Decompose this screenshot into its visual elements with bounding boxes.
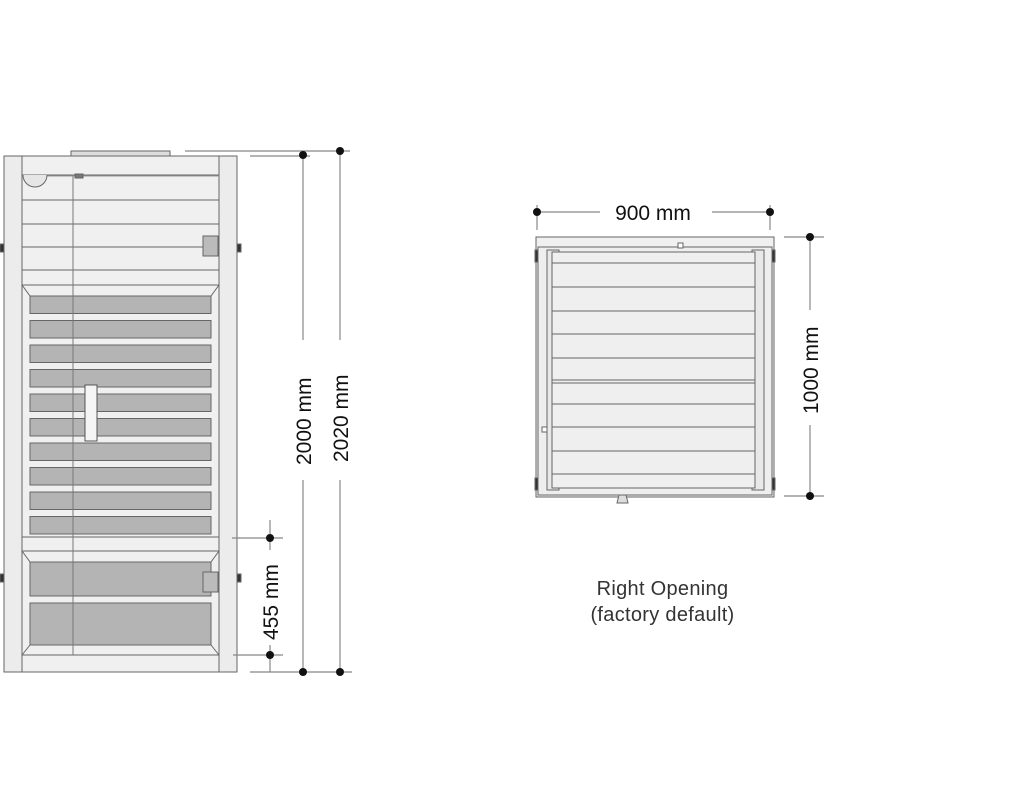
dim-900-label: 900 mm [615, 202, 691, 225]
right-post [218, 155, 238, 673]
lower-glass-2 [29, 602, 212, 646]
glass-slat [29, 418, 212, 437]
glass-slat [29, 320, 212, 339]
leveler [0, 243, 5, 253]
leveler [236, 573, 242, 583]
glass-slat [29, 295, 212, 314]
dim-2000-label: 2000 mm [293, 377, 316, 465]
dim-2020-label: 2020 mm [330, 374, 353, 462]
glass-slat [29, 344, 212, 363]
door-closer-icon [22, 174, 48, 188]
top-view-plan [534, 236, 776, 504]
glass-slat [29, 393, 212, 412]
caption-line-1: Right Opening [596, 578, 729, 600]
door-handle [84, 384, 98, 442]
front-view-elevation [0, 150, 242, 673]
lower-glass-1 [29, 561, 212, 597]
leveler [0, 573, 5, 583]
upper-panel-lines [21, 199, 220, 297]
leveler [236, 243, 242, 253]
handle-foot [616, 494, 629, 504]
glass-slat [29, 369, 212, 388]
hinge-bottom [202, 571, 219, 593]
closer-arm [74, 173, 84, 179]
caption-line-2: (factory default) [590, 604, 735, 626]
dimension-lines-top [533, 205, 824, 500]
dim-455-label: 455 mm [260, 564, 283, 640]
roof-vent [70, 150, 171, 157]
glass-slat [29, 442, 212, 461]
glass-slat [29, 516, 212, 535]
hinge-top [202, 235, 219, 257]
glass-slats [29, 295, 212, 535]
dim-1000-label: 1000 mm [800, 326, 823, 414]
left-post [3, 155, 23, 673]
glass-slat [29, 491, 212, 510]
ceiling-boards [552, 262, 755, 475]
glass-slat [29, 467, 212, 486]
door-stopper [677, 242, 684, 249]
